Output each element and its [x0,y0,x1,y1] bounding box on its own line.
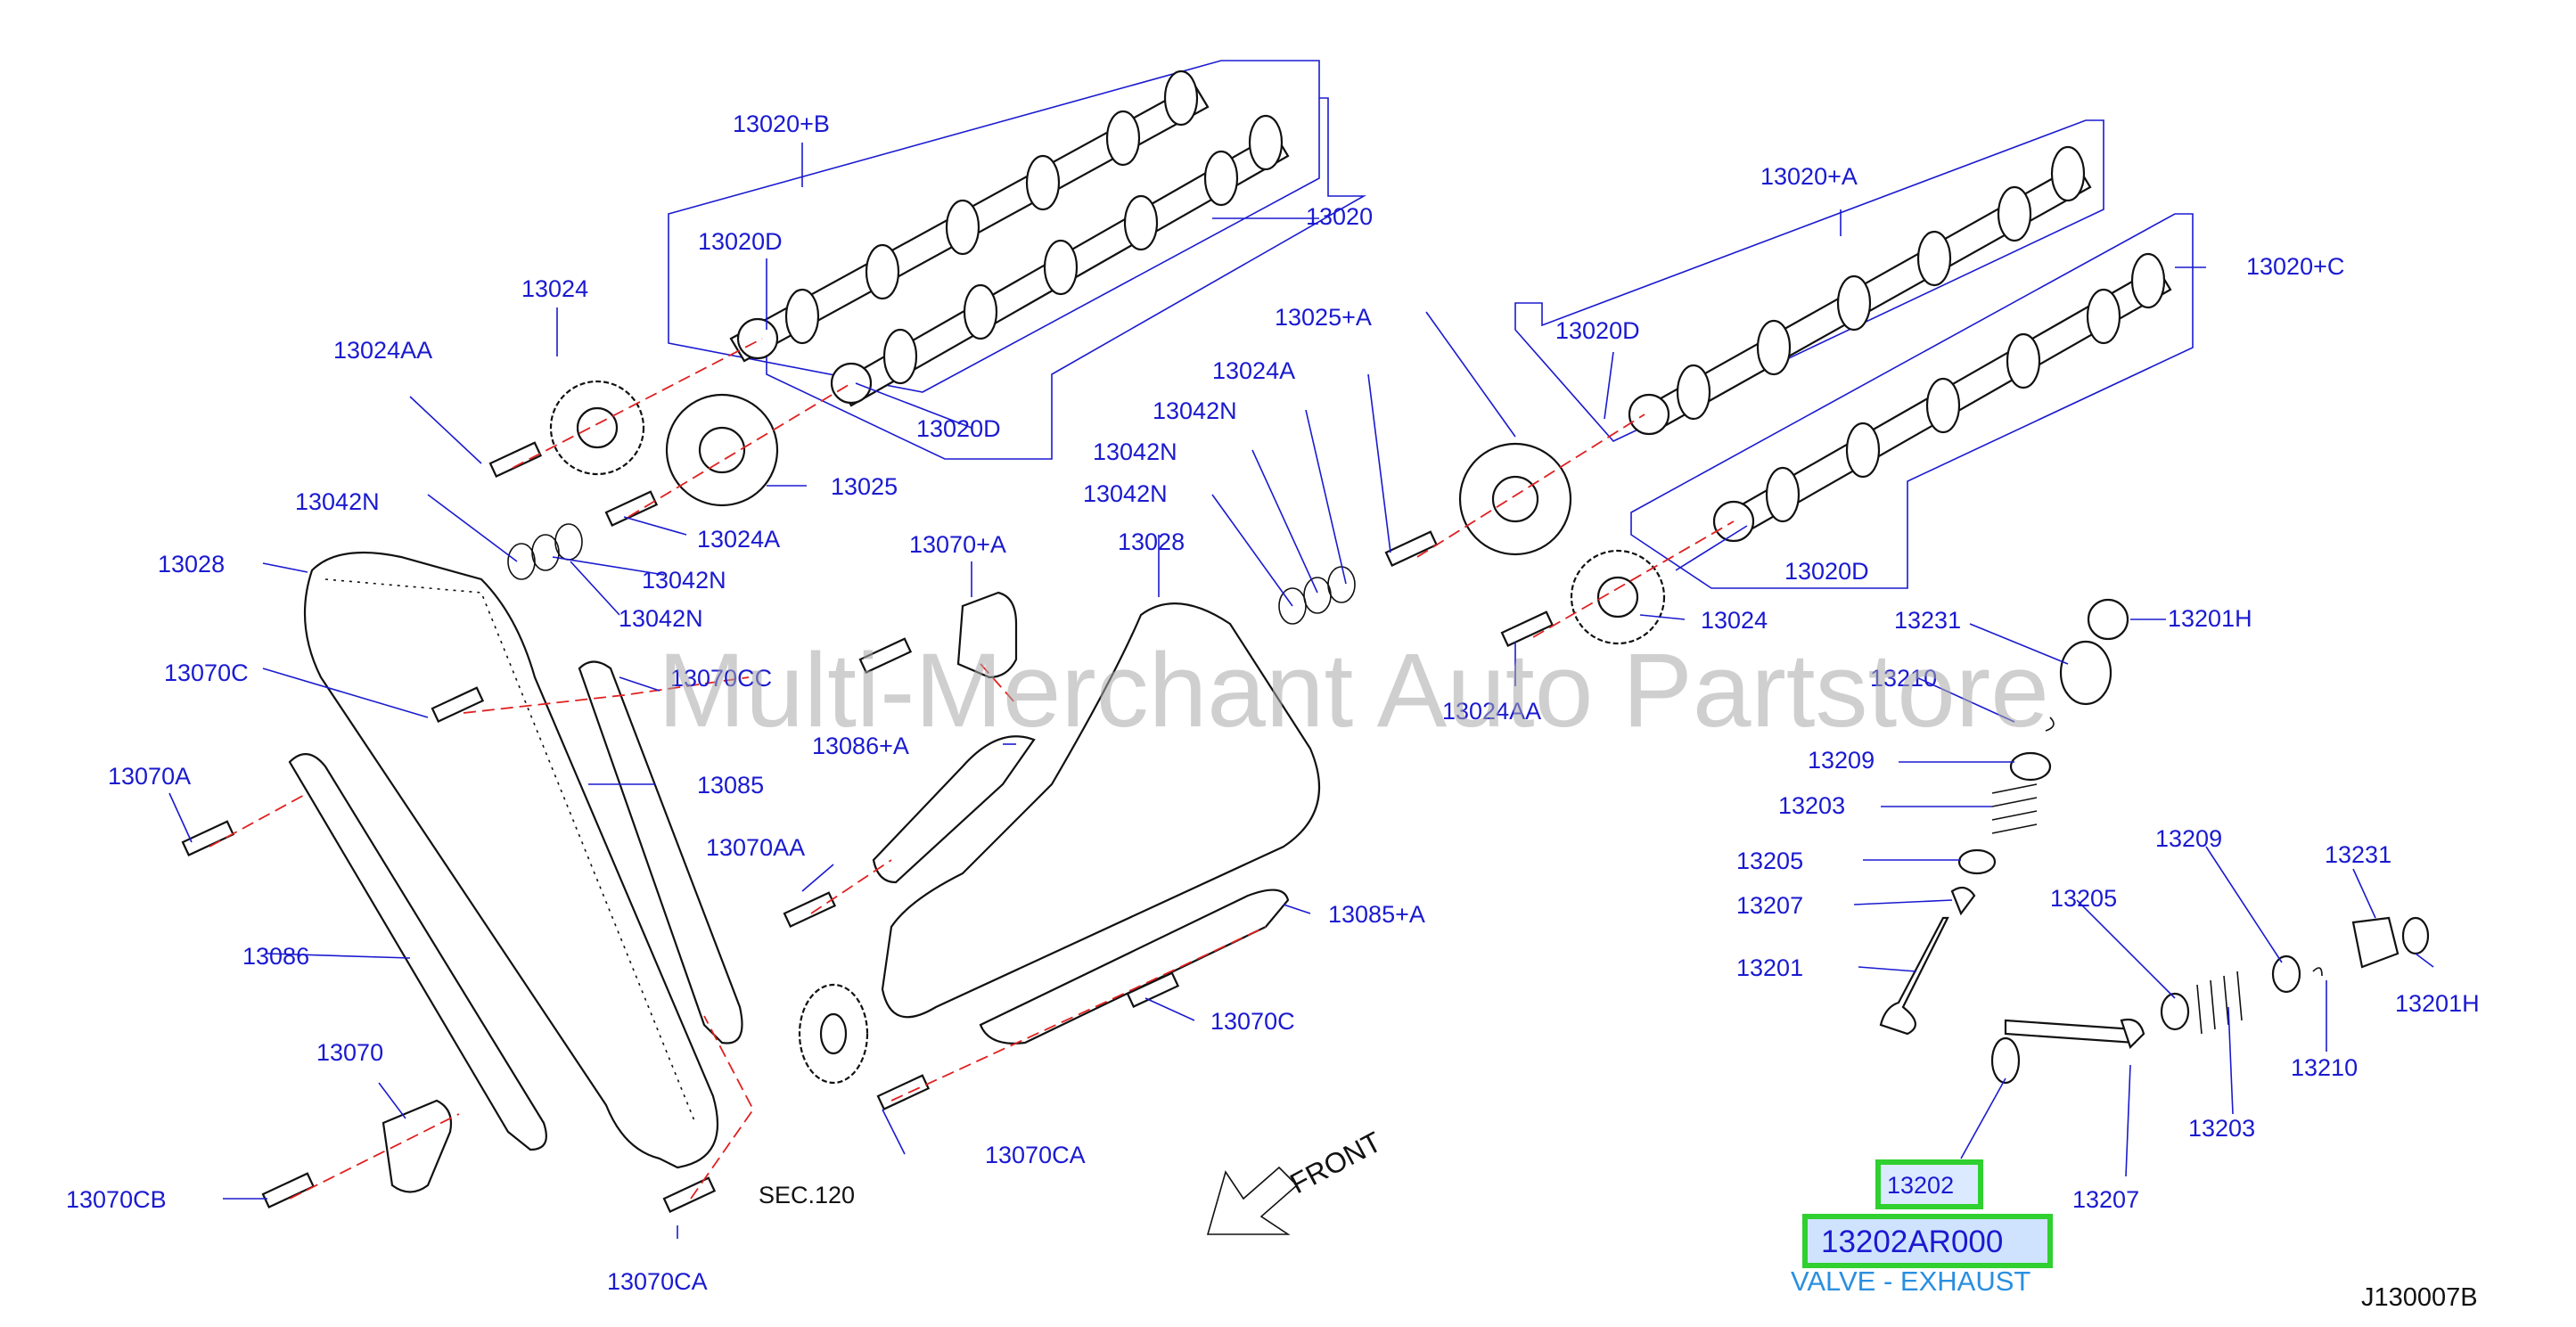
label-13042n-c: 13042N [619,605,703,632]
label-13205-a: 13205 [1736,848,1803,874]
label-13201: 13201 [1736,954,1803,981]
label-13070c-right: 13070C [1210,1008,1295,1035]
timing-chain-left [303,551,719,1169]
label-13205-b: 13205 [2050,885,2117,912]
guide-13086-a [872,735,1036,884]
camshaft-13020-a [1628,145,2092,436]
label-13070ca-left: 13070CA [607,1268,708,1295]
timing-chain-right [881,602,1321,1019]
label-13086: 13086 [242,943,309,970]
valve-train-exhaust [1990,916,2430,1085]
sprocket-13024-right [1570,549,1666,645]
label-13070cb: 13070CB [66,1186,167,1213]
highlight-part-ref[interactable]: 13202 [1887,1172,1954,1199]
label-13207-b: 13207 [2072,1186,2139,1213]
diagram-code: J130007B [2361,1283,2478,1312]
label-13020d-b: 13020D [916,415,1001,442]
sprocket-13024-left [549,380,645,476]
label-13070cc: 13070CC [670,665,772,692]
label-13025-a: 13025+A [1275,304,1372,331]
label-13070c-left: 13070C [164,659,249,686]
label-13201h-b: 13201H [2395,990,2480,1017]
label-13020d-d: 13020D [1784,558,1869,585]
label-13028-left: 13028 [158,551,225,577]
label-13070a: 13070A [108,763,191,790]
label-13042n-e: 13042N [1093,438,1177,465]
guide-13085-a [979,889,1290,1044]
sec-label: SEC.120 [759,1182,855,1208]
sprocket-sec120 [798,983,869,1085]
label-13042n-b: 13042N [642,567,726,594]
label-13209-a: 13209 [1808,747,1875,774]
label-13203-b: 13203 [2188,1115,2255,1142]
label-13201h-a: 13201H [2168,605,2252,632]
label-13024aa-left: 13024AA [333,337,432,364]
label-13024a-right: 13024A [1212,357,1295,384]
camshaft-13020-b [729,70,1210,363]
label-13070ca-right: 13070CA [985,1142,1086,1168]
label-13210-a: 13210 [1870,665,1937,692]
label-13024-left: 13024 [521,275,588,302]
label-13070aa: 13070AA [706,834,805,861]
leader-lines [168,143,2434,1239]
label-13207-a: 13207 [1736,892,1803,919]
label-13024-right: 13024 [1701,607,1768,634]
part-labels: 13020+B 13020 13020D 13024 13024AA 13020… [66,111,2480,1295]
label-13028-right: 13028 [1118,528,1185,555]
label-13070-a: 13070+A [909,531,1006,558]
label-13042n-d: 13042N [1153,397,1237,424]
guide-13086 [288,753,547,1151]
camshaft-13020-c [1712,252,2172,543]
front-arrow: FRONT [1206,1126,1387,1235]
vtc-13025-a-right [1458,442,1572,556]
label-13086-a: 13086+A [812,733,909,759]
label-13085-a: 13085+A [1328,901,1425,928]
label-13210-b: 13210 [2291,1054,2358,1081]
label-13085: 13085 [697,772,764,799]
label-13024a-left: 13024A [697,526,780,553]
label-13020-a: 13020+A [1760,163,1858,190]
front-label: FRONT [1284,1126,1386,1200]
label-13209-b: 13209 [2155,825,2222,852]
label-13020-b: 13020+B [733,111,830,137]
label-13070: 13070 [316,1039,383,1066]
camshaft-13020 [830,114,1290,407]
label-13020d-a: 13020D [698,228,783,255]
label-13020d-c: 13020D [1555,317,1640,344]
tensioner-13070-a [956,591,1018,679]
highlight-part-number[interactable]: 13202AR000 [1821,1225,2003,1259]
camshaft-frame-right [1514,119,2194,589]
label-13020-c: 13020+C [2246,253,2344,280]
highlight-description: VALVE - EXHAUST [1791,1266,2030,1297]
label-13231-b: 13231 [2325,841,2391,868]
o-rings [507,523,1356,625]
label-13231-a: 13231 [1894,607,1961,634]
tensioner-13070 [381,1099,453,1193]
label-13024aa-right: 13024AA [1442,698,1541,725]
label-13203-a: 13203 [1778,792,1845,819]
guide-13085 [578,660,743,1044]
label-13020: 13020 [1306,203,1373,230]
camshaft-frame-left [668,60,1367,460]
label-13042n-a: 13042N [295,488,380,515]
watermark: Multi-Merchant Auto Partstore [658,632,2049,750]
bolts [181,441,1555,1213]
alignment-lines [209,338,1735,1200]
highlight-part[interactable]: 13202 13202AR000 VALVE - EXHAUST [1791,1159,2053,1297]
label-13025: 13025 [831,473,898,500]
label-13042n-f: 13042N [1083,480,1168,507]
vtc-13025-left [665,393,779,507]
valve-train-intake [1879,598,2129,1036]
